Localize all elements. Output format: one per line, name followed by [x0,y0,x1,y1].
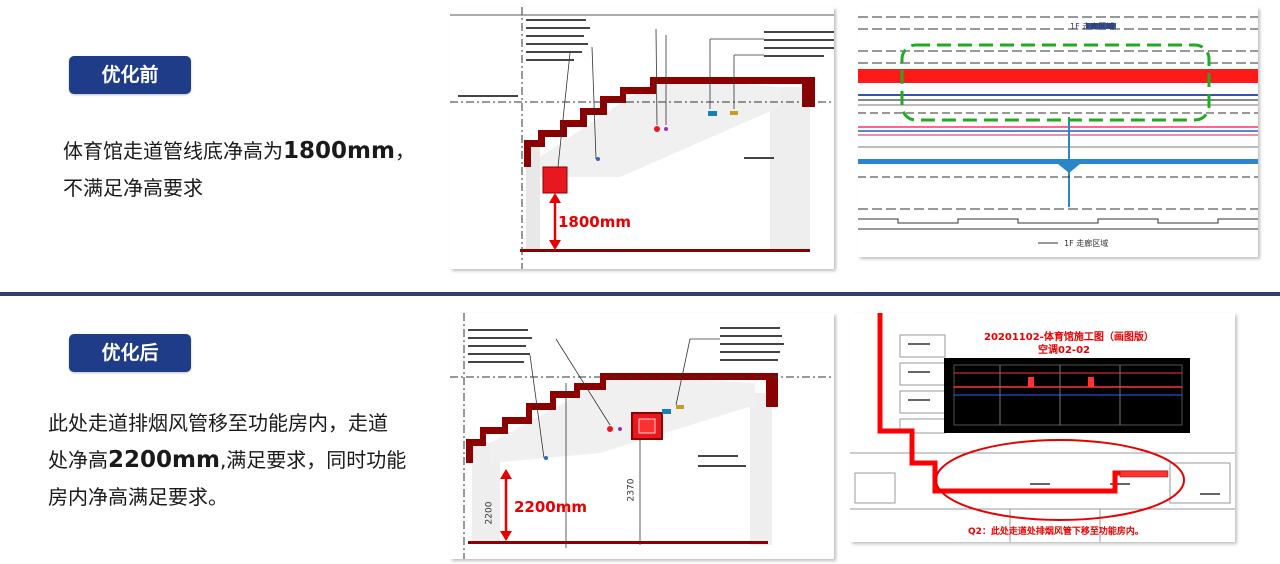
after-dim-left: 2200 [484,501,495,525]
after-desc-line3: 房内净高满足要求。 [48,485,228,509]
after-plan-title-line1: 20201102-体育馆施工图（画图版） [984,332,1154,343]
before-section-drawing: 1800mm [450,7,834,269]
after-plan-title-line2: 空调02-02 [1038,345,1090,356]
before-badge: 优化前 [69,56,191,94]
after-desc-pre2: 处净高 [48,448,108,472]
after-plan-caption: Q2：此处走道处排烟风管下移至功能房内。 [968,527,1144,537]
after-description: 此处走道排烟风管移至功能房内，走道 处净高2200mm,满足要求，同时功能 房内… [48,405,406,516]
before-description: 体育馆走道管线底净高为1800mm， 不满足净高要求 [63,133,415,207]
before-desc-line2: 不满足净高要求 [63,176,203,200]
section-divider [0,292,1280,296]
after-clearance-label: 2200mm [514,498,588,516]
after-desc-value: 2200mm [108,447,220,473]
before-plan-label-top: 1F 走廊区域 [1070,22,1115,31]
before-plan-drawing: 1F 走廊区域 1F 走廊区域 [858,7,1258,257]
before-desc-suffix: ， [394,139,415,163]
after-desc-line1: 此处走道排烟风管移至功能房内，走道 [48,411,388,435]
after-dim-right: 2370 [626,478,637,502]
after-badge: 优化后 [69,334,191,372]
before-desc-prefix: 体育馆走道管线底净高为 [63,139,283,163]
after-desc-suf2: ,满足要求，同时功能 [219,448,407,472]
before-desc-value: 1800mm [283,138,395,164]
before-clearance-label: 1800mm [558,213,632,231]
after-plan-drawing: 20201102-体育馆施工图（画图版） 空调02-02 Q2：此处走道处排烟风… [850,313,1235,542]
before-plan-label-bottom: 1F 走廊区域 [1064,239,1109,248]
after-section-drawing: 2200mm 2200 2370 [450,313,834,559]
